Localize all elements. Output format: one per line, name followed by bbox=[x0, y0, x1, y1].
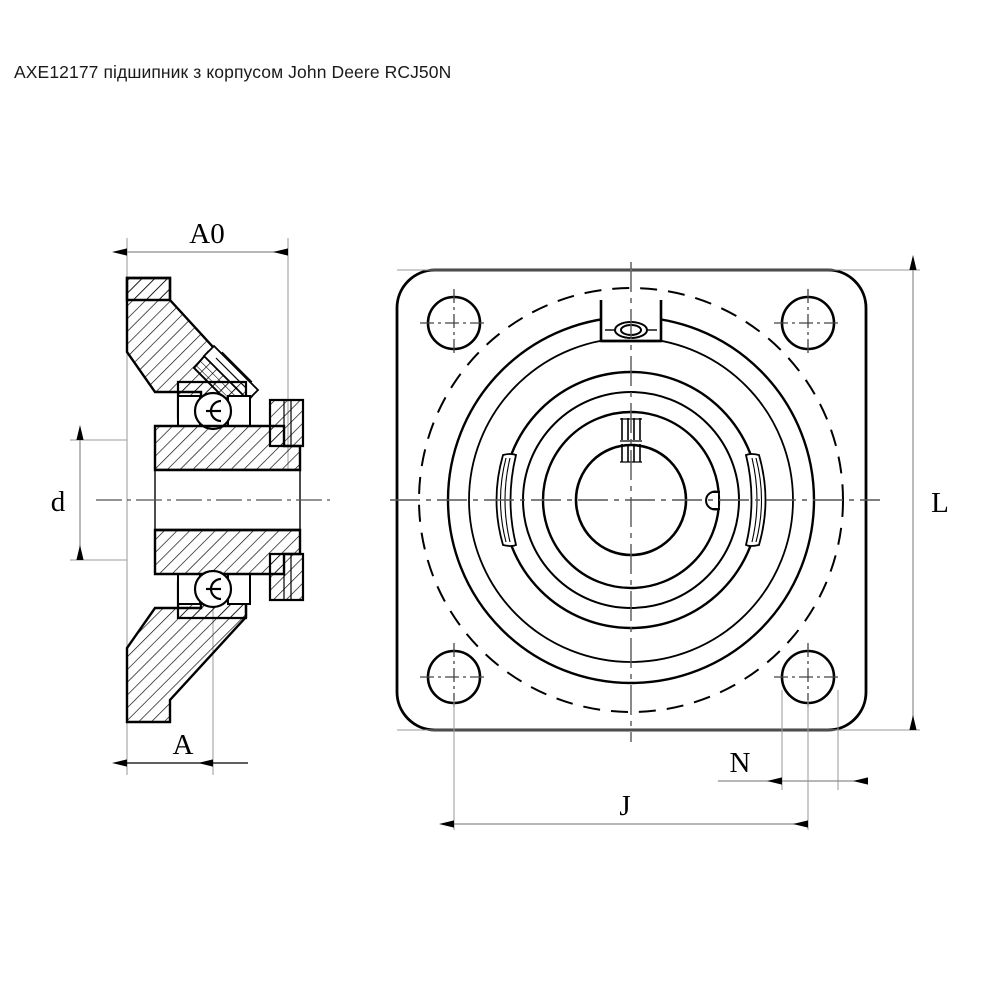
dimension-L-label: L bbox=[931, 487, 949, 519]
housing-section-bottom bbox=[125, 528, 305, 724]
bolt-hole bbox=[420, 643, 488, 711]
bolt-hole bbox=[420, 289, 488, 357]
dimension-J-label: J bbox=[619, 790, 630, 822]
dimension-A-label: A bbox=[173, 729, 194, 761]
front-extension-lines bbox=[397, 269, 920, 830]
section-view: A0 A d bbox=[51, 218, 330, 775]
dimension-d-label: d bbox=[51, 486, 66, 518]
bolt-hole bbox=[774, 289, 842, 357]
ball-top bbox=[193, 391, 233, 431]
page-title: AXE12177 підшипник з корпусом John Deere… bbox=[14, 62, 452, 82]
dimension-N: N bbox=[718, 747, 868, 785]
dimension-d: d bbox=[51, 425, 84, 560]
dimension-J: J bbox=[439, 790, 808, 828]
dimension-L: L bbox=[909, 255, 949, 730]
dimension-A0-label: A0 bbox=[189, 218, 224, 250]
ball-bottom bbox=[193, 569, 233, 609]
dimension-A: A bbox=[112, 729, 248, 767]
dimension-A0: A0 bbox=[112, 218, 288, 256]
inner-ring-top bbox=[153, 398, 305, 472]
front-view: L J N bbox=[390, 255, 949, 830]
dimension-N-label: N bbox=[730, 747, 751, 779]
bolt-holes bbox=[420, 289, 842, 711]
